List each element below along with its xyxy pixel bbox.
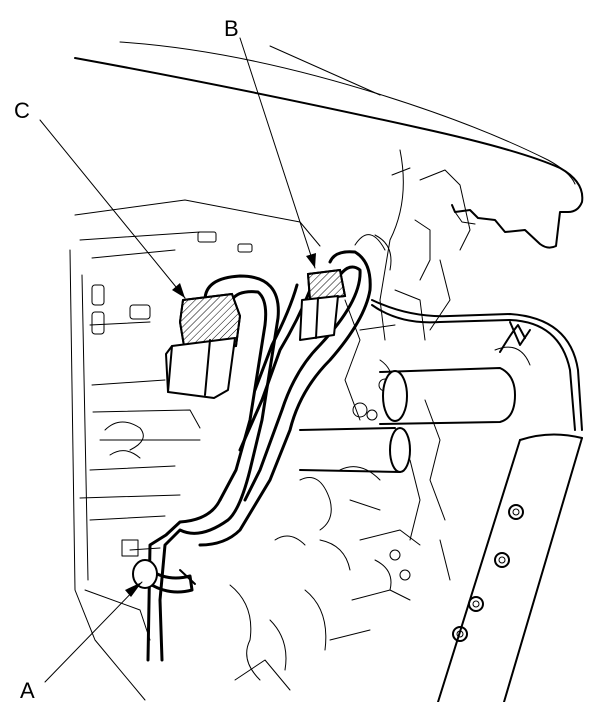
fitting-c <box>165 292 242 399</box>
wire-harness <box>371 299 583 431</box>
callout-c: C <box>14 98 30 123</box>
engine-bay-background <box>69 149 471 701</box>
leader-lines <box>39 37 316 683</box>
callout-b: B <box>224 16 239 41</box>
horizontal-pipe <box>299 367 516 473</box>
hood-panel <box>74 41 584 249</box>
strut-bracket <box>437 433 583 702</box>
fitting-b <box>299 268 347 341</box>
callout-a: A <box>20 678 35 702</box>
fuel-hoses <box>132 250 372 662</box>
